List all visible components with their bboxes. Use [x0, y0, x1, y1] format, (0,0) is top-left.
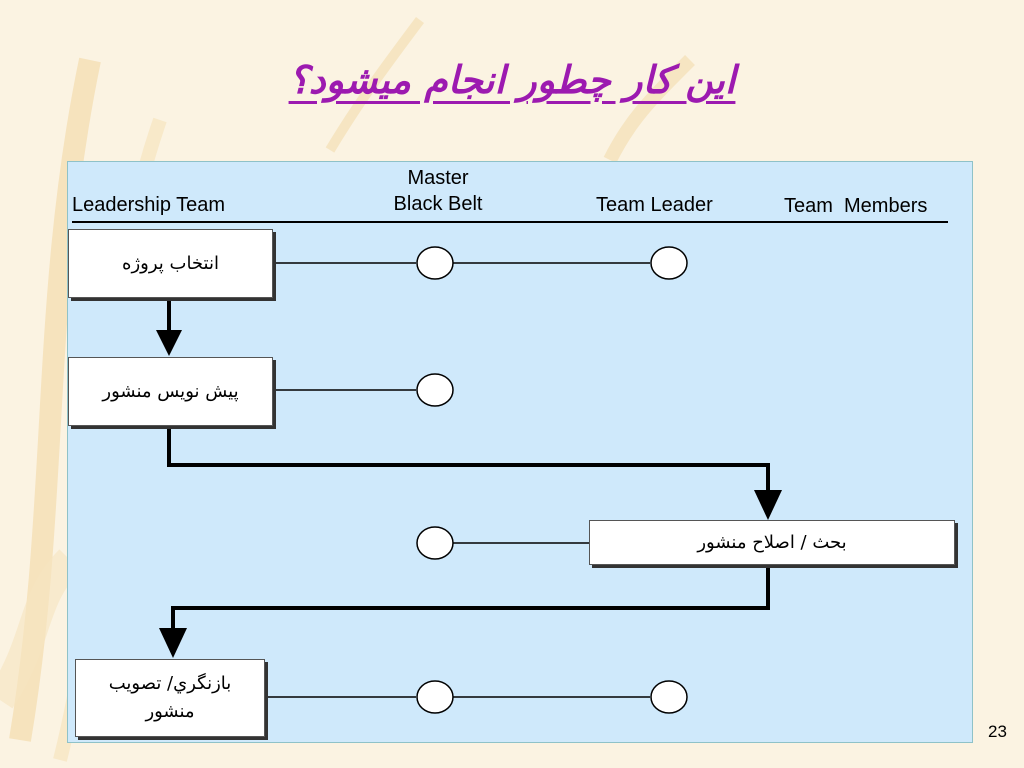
step-label-line1: بازنگري/ تصويب — [108, 673, 232, 694]
step-box-charter-approval: بازنگري/ تصويب منشور — [75, 659, 265, 737]
participation-circle-mbb-step2 — [416, 373, 454, 407]
step-box-charter-draft: پیش نویس منشور — [68, 357, 273, 426]
flow-arrow-3-head — [159, 628, 187, 658]
column-header-team-leader: Team Leader — [596, 194, 713, 216]
slide-title: این کار چطور انجام میشود؟ — [288, 58, 736, 102]
step-label: بحث / اصلاح منشور — [697, 531, 847, 553]
page-number: 23 — [988, 722, 1007, 741]
header-divider — [72, 221, 948, 223]
column-header-master-black-belt: Master Black Belt — [378, 165, 498, 217]
column-header-team-members: Team Members — [784, 195, 928, 217]
step-label: انتخاب پروژه — [122, 252, 219, 274]
participation-circle-mbb-step3 — [416, 526, 454, 560]
step-label-line2: منشور — [145, 701, 195, 722]
diagram-panel — [67, 161, 973, 743]
column-header-leadership: Leadership Team — [72, 194, 226, 216]
step-box-charter-discussion: بحث / اصلاح منشور — [589, 520, 955, 565]
participation-circle-tl-step1 — [650, 246, 688, 280]
participation-circle-mbb-step4 — [416, 680, 454, 714]
flow-arrow-1-head — [156, 330, 182, 356]
step-box-project-selection: انتخاب پروژه — [68, 229, 273, 298]
participation-circle-tl-step4 — [650, 680, 688, 714]
participation-circle-mbb-step1 — [416, 246, 454, 280]
column-header-mbb-line2: Black Belt — [393, 193, 483, 215]
flow-arrow-2-head — [754, 490, 782, 520]
flow-arrow-2-shaft — [167, 426, 770, 500]
flow-arrow-3-shaft — [171, 566, 770, 638]
step-label: پیش نویس منشور — [102, 380, 239, 402]
column-header-mbb-line1: Master — [407, 167, 469, 189]
